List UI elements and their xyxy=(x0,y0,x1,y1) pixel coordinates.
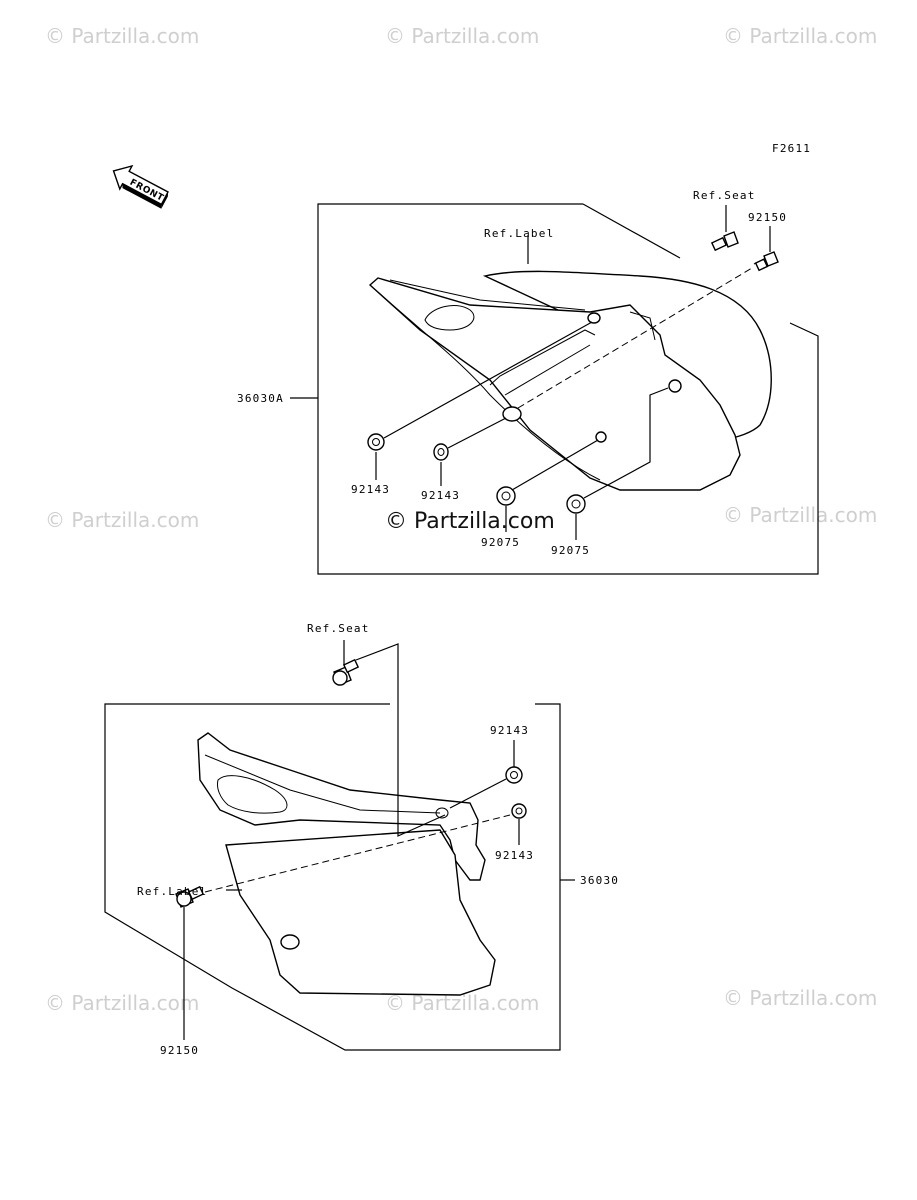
top-collar-right-icon xyxy=(566,494,586,514)
bottom-bolt-callout: 92150 xyxy=(160,1044,199,1057)
bottom-grommet-top-icon xyxy=(505,766,523,784)
top-part-number: 36030A xyxy=(237,392,284,405)
bottom-label-decal xyxy=(225,829,496,996)
watermark-mid-left: © Partzilla.com xyxy=(45,508,199,532)
top-side-cover xyxy=(368,277,741,491)
front-arrow-icon: FRONT xyxy=(112,164,169,209)
top-ref-label-callout: Ref.Label xyxy=(484,227,554,240)
watermark-mid-right: © Partzilla.com xyxy=(723,503,877,527)
top-bolt-callout: 92150 xyxy=(748,211,787,224)
watermark-bottom-right: © Partzilla.com xyxy=(723,986,877,1010)
top-ref-seat-callout: Ref.Seat xyxy=(693,189,756,202)
bottom-side-cover xyxy=(197,732,486,881)
bottom-grommet-bottom-icon xyxy=(511,803,527,819)
bottom-grommet-bottom-callout: 92143 xyxy=(495,849,534,862)
top-collar-left-callout: 92075 xyxy=(481,536,520,549)
top-collar-right-callout: 92075 xyxy=(551,544,590,557)
watermark-top-center: © Partzilla.com xyxy=(385,24,539,48)
top-grommet-center-callout: 92143 xyxy=(421,489,460,502)
watermark-center: © Partzilla.com xyxy=(385,509,555,534)
bottom-ref-seat-callout: Ref.Seat xyxy=(307,622,370,635)
bottom-assembly xyxy=(104,640,575,1051)
bottom-seat-bolt-icon xyxy=(332,658,360,686)
bottom-part-number: 36030 xyxy=(580,874,619,887)
watermark-top-left: © Partzilla.com xyxy=(45,24,199,48)
top-grommet-center-icon xyxy=(433,443,449,461)
top-bolt-92150-icon xyxy=(753,251,779,272)
bottom-bolt-92150-icon xyxy=(175,885,205,908)
top-grommet-left-callout: 92143 xyxy=(351,483,390,496)
top-grommet-left-icon xyxy=(367,433,385,451)
watermark-top-right: © Partzilla.com xyxy=(723,24,877,48)
watermark-group: © Partzilla.com © Partzilla.com © Partzi… xyxy=(45,24,877,1015)
top-assembly-bracket xyxy=(317,203,819,575)
top-collar-left-icon xyxy=(496,486,516,506)
bottom-assembly-bracket xyxy=(104,703,561,1051)
top-assembly xyxy=(290,203,819,575)
top-mount-boss xyxy=(502,406,522,422)
top-seat-bolt-icon xyxy=(710,231,739,252)
watermark-bottom-left: © Partzilla.com xyxy=(45,991,199,1015)
figure-code: F2611 xyxy=(772,142,811,155)
bottom-grommet-top-callout: 92143 xyxy=(490,724,529,737)
bottom-ref-label-callout: Ref.Label xyxy=(137,885,207,898)
